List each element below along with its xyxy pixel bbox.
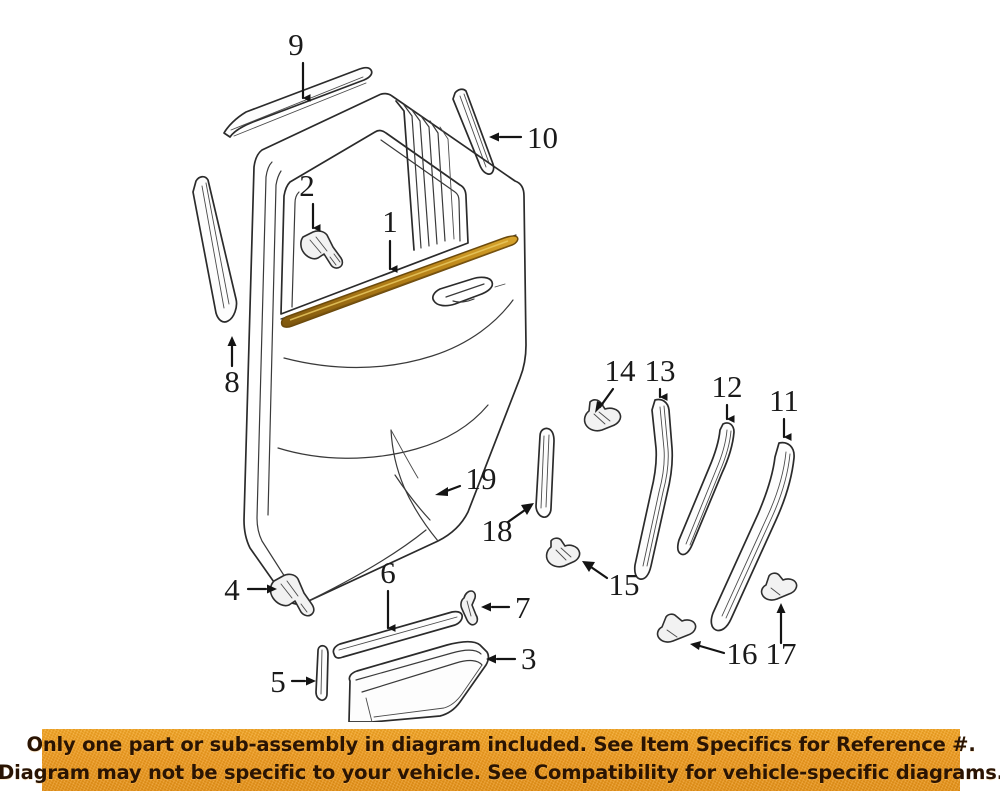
callout-label-14: 14 [605, 353, 637, 388]
part-12-shape [676, 422, 735, 556]
diagram-notice-banner: Only one part or sub-assembly in diagram… [0, 729, 1000, 791]
part-4-shape [269, 573, 315, 617]
callout-label-1: 1 [382, 204, 398, 239]
part-11-shape [710, 441, 795, 632]
part-16-shape [656, 613, 697, 643]
callout-12: 12 [712, 369, 743, 423]
part-13-shape [633, 398, 674, 580]
callout-2: 2 [299, 168, 321, 232]
callout-label-11: 11 [769, 383, 799, 418]
part-2-shape [300, 230, 344, 269]
callout-label-16: 16 [727, 636, 758, 671]
notice-line-2: Diagram may not be specific to your vehi… [0, 761, 1000, 784]
callout-1: 1 [382, 204, 398, 273]
part-17-shape [760, 572, 798, 601]
part-15-shape [545, 537, 581, 568]
callout-19: 19 [435, 461, 497, 496]
door-handle [431, 276, 506, 307]
callout-9: 9 [288, 27, 311, 102]
callout-11: 11 [769, 383, 799, 441]
callout-18: 18 [482, 503, 534, 548]
part-5-shape [315, 644, 329, 702]
callout-label-12: 12 [712, 369, 743, 404]
callout-label-6: 6 [380, 555, 396, 590]
callout-label-19: 19 [466, 461, 497, 496]
part-10-shape [452, 88, 495, 175]
exploded-parts-diagram: 9 10 2 1 8 [192, 27, 799, 722]
callout-17: 17 [766, 603, 797, 671]
part-9-shape [223, 66, 373, 138]
callout-label-3: 3 [521, 641, 537, 676]
callout-label-10: 10 [527, 120, 558, 155]
callout-4: 4 [224, 572, 277, 607]
callout-label-4: 4 [224, 572, 240, 607]
door-panel-outline [243, 92, 527, 606]
callout-label-9: 9 [288, 27, 304, 62]
callout-label-13: 13 [645, 353, 676, 388]
part-7-shape [460, 590, 479, 626]
callout-10: 10 [489, 120, 558, 155]
callout-label-18: 18 [482, 513, 513, 548]
callout-label-2: 2 [299, 168, 315, 203]
callout-5: 5 [270, 664, 316, 699]
callout-7: 7 [481, 590, 531, 625]
callout-15: 15 [582, 561, 640, 602]
notice-line-1: Only one part or sub-assembly in diagram… [26, 733, 976, 756]
part-19-shape [394, 474, 431, 521]
callout-16: 16 [690, 636, 758, 671]
callout-8: 8 [224, 336, 240, 399]
part-18-shape [535, 427, 555, 518]
callout-label-7: 7 [515, 590, 531, 625]
part-1-highlighted-belt-molding [280, 235, 519, 328]
callout-13: 13 [645, 353, 676, 401]
callout-6: 6 [380, 555, 396, 632]
callout-3: 3 [486, 641, 537, 676]
callout-14: 14 [595, 353, 636, 413]
part-8-shape [192, 175, 238, 323]
diagram-canvas: 9 10 2 1 8 [192, 27, 799, 722]
part-3-shape [348, 640, 490, 722]
part-14-shape [583, 399, 622, 432]
callout-label-5: 5 [270, 664, 286, 699]
part-6-shape [332, 610, 464, 659]
callout-label-8: 8 [224, 364, 240, 399]
callout-label-15: 15 [609, 567, 640, 602]
